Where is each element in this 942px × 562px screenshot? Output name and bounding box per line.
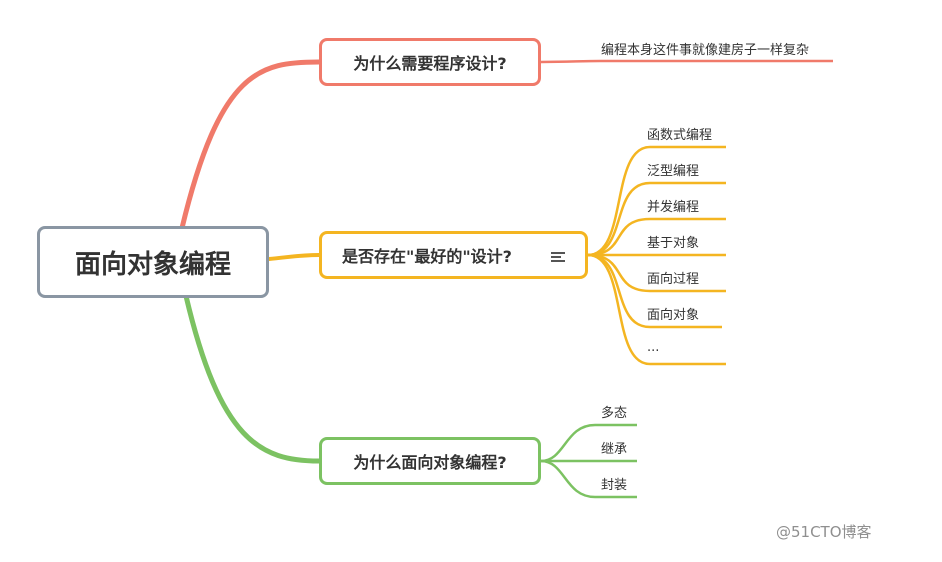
leaf-node[interactable]: 多态 <box>601 406 628 421</box>
topic-node-why-design[interactable]: 为什么需要程序设计? <box>319 38 541 86</box>
leaf-node[interactable]: 面向对象 <box>647 308 700 323</box>
leaf-node[interactable]: 泛型编程 <box>647 164 700 179</box>
topic-node-label: 是否存在"最好的"设计? <box>342 247 512 266</box>
topic3-child-connectors <box>540 423 637 499</box>
leaf-node[interactable]: 继承 <box>601 442 628 457</box>
connector-root-topic1 <box>179 59 322 231</box>
leaf-node[interactable]: 封装 <box>601 478 628 493</box>
watermark-text: @51CTO博客 <box>776 523 872 541</box>
connector-root-topic2 <box>267 253 321 261</box>
topic-node-best-design[interactable]: 是否存在"最好的"设计? <box>319 231 588 279</box>
topic-node-label: 为什么需要程序设计? <box>353 54 507 73</box>
root-node[interactable]: 面向对象编程 <box>37 226 269 298</box>
leaf-node[interactable]: 面向过程 <box>647 272 700 287</box>
leaf-node[interactable]: 函数式编程 <box>647 128 713 143</box>
topic2-child-connectors <box>587 145 726 366</box>
connector-root-topic3 <box>183 293 322 464</box>
root-node-label: 面向对象编程 <box>74 249 231 280</box>
leaf-node[interactable]: 编程本身这件事就像建房子一样复杂 <box>601 43 810 58</box>
leaf-node[interactable]: 基于对象 <box>647 236 700 251</box>
topic-node-why-oop[interactable]: 为什么面向对象编程? <box>319 437 541 485</box>
connector-topic1-child <box>540 59 833 64</box>
leaf-node[interactable]: ... <box>647 340 660 355</box>
note-lines-icon[interactable] <box>551 252 565 262</box>
topic-node-label: 为什么面向对象编程? <box>353 453 507 472</box>
leaf-node[interactable]: 并发编程 <box>647 200 700 215</box>
